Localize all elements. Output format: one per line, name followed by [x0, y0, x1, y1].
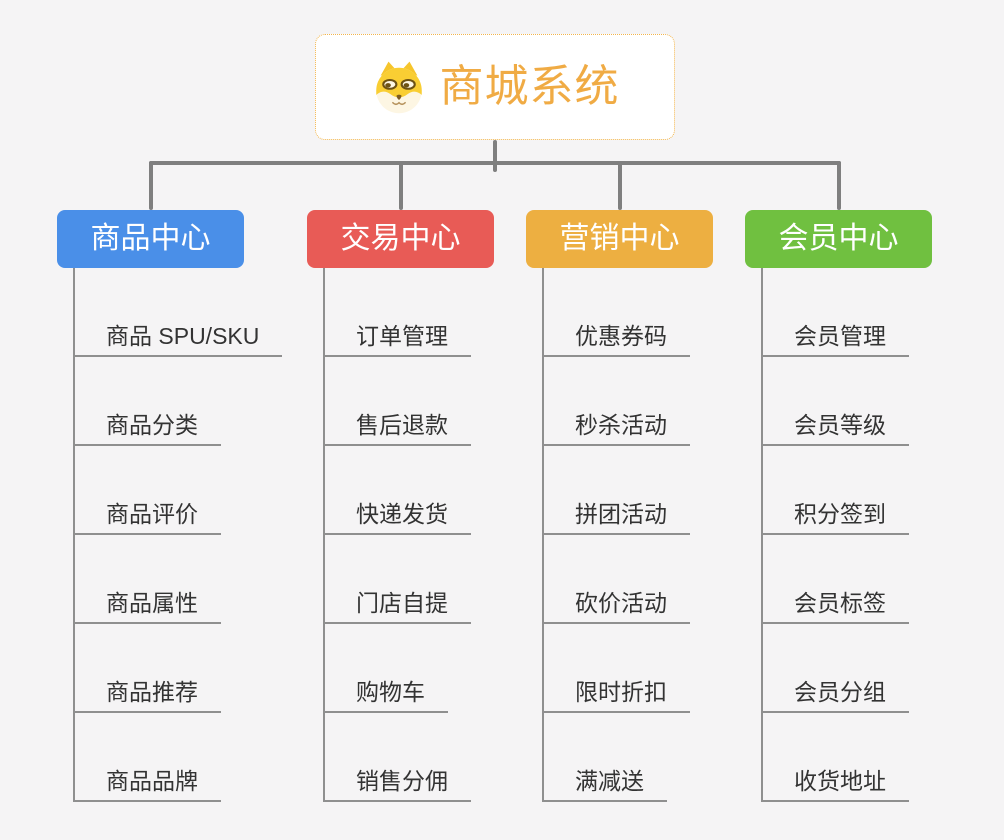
leaf-node[interactable]: 售后退款 [323, 414, 471, 446]
leaf-node[interactable]: 限时折扣 [542, 681, 690, 713]
leaf-node[interactable]: 商品品牌 [73, 770, 221, 802]
leaf-label: 商品推荐 [73, 681, 221, 713]
leaf-label: 购物车 [323, 681, 448, 713]
leaf-node[interactable]: 销售分佣 [323, 770, 471, 802]
leaf-node[interactable]: 会员管理 [761, 325, 909, 357]
leaf-label: 满减送 [542, 770, 667, 802]
leaf-label: 积分签到 [761, 503, 909, 535]
leaf-label: 秒杀活动 [542, 414, 690, 446]
leaf-label: 销售分佣 [323, 770, 471, 802]
leaf-label: 拼团活动 [542, 503, 690, 535]
leaf-label: 会员标签 [761, 592, 909, 624]
branch-drop-line [617, 161, 622, 210]
dog-icon [371, 59, 427, 115]
leaf-node[interactable]: 商品评价 [73, 503, 221, 535]
branch-drop-line [148, 161, 153, 210]
leaf-node[interactable]: 拼团活动 [542, 503, 690, 535]
leaf-node[interactable]: 购物车 [323, 681, 448, 713]
leaf-node[interactable]: 会员分组 [761, 681, 909, 713]
leaf-label: 会员分组 [761, 681, 909, 713]
branch-label: 交易中心 [340, 222, 461, 255]
leaf-label: 会员等级 [761, 414, 909, 446]
leaf-node[interactable]: 会员标签 [761, 592, 909, 624]
leaf-node[interactable]: 秒杀活动 [542, 414, 690, 446]
leaf-node[interactable]: 门店自提 [323, 592, 471, 624]
leaf-connector-line [323, 268, 325, 802]
root-connector-stub [493, 140, 497, 172]
branch-node[interactable]: 营销中心 [526, 210, 713, 268]
leaf-node[interactable]: 商品推荐 [73, 681, 221, 713]
root-node[interactable]: 商城系统 [315, 34, 675, 140]
leaf-node[interactable]: 商品属性 [73, 592, 221, 624]
leaf-label: 快递发货 [323, 503, 471, 535]
branch-drop-line [836, 161, 841, 210]
branch-bus-line [148, 161, 841, 165]
branch-label: 会员中心 [778, 222, 899, 255]
branch-node[interactable]: 会员中心 [745, 210, 932, 268]
leaf-label: 商品 SPU/SKU [73, 325, 283, 357]
leaf-label: 砍价活动 [542, 592, 690, 624]
branch-drop-line [398, 161, 403, 210]
leaf-label: 门店自提 [323, 592, 471, 624]
leaf-connector-line [542, 268, 544, 802]
leaf-node[interactable]: 会员等级 [761, 414, 909, 446]
leaf-label: 订单管理 [323, 325, 471, 357]
leaf-node[interactable]: 商品分类 [73, 414, 221, 446]
leaf-label: 优惠券码 [542, 325, 690, 357]
leaf-node[interactable]: 优惠券码 [542, 325, 690, 357]
leaf-label: 商品属性 [73, 592, 221, 624]
leaf-node[interactable]: 砍价活动 [542, 592, 690, 624]
leaf-label: 商品品牌 [73, 770, 221, 802]
branch-label: 商品中心 [90, 222, 211, 255]
leaf-node[interactable]: 快递发货 [323, 503, 471, 535]
leaf-node[interactable]: 满减送 [542, 770, 667, 802]
leaf-node[interactable]: 收货地址 [761, 770, 909, 802]
leaf-label: 商品评价 [73, 503, 221, 535]
leaf-label: 收货地址 [761, 770, 909, 802]
leaf-node[interactable]: 积分签到 [761, 503, 909, 535]
leaf-label: 限时折扣 [542, 681, 690, 713]
leaf-connector-line [761, 268, 763, 802]
leaf-label: 商品分类 [73, 414, 221, 446]
leaf-connector-line [73, 268, 75, 802]
branch-label: 营销中心 [559, 222, 680, 255]
leaf-node[interactable]: 订单管理 [323, 325, 471, 357]
branch-node[interactable]: 交易中心 [307, 210, 494, 268]
leaf-label: 售后退款 [323, 414, 471, 446]
branch-node[interactable]: 商品中心 [57, 210, 244, 268]
leaf-label: 会员管理 [761, 325, 909, 357]
leaf-node[interactable]: 商品 SPU/SKU [73, 325, 283, 357]
root-title: 商城系统 [439, 62, 620, 111]
